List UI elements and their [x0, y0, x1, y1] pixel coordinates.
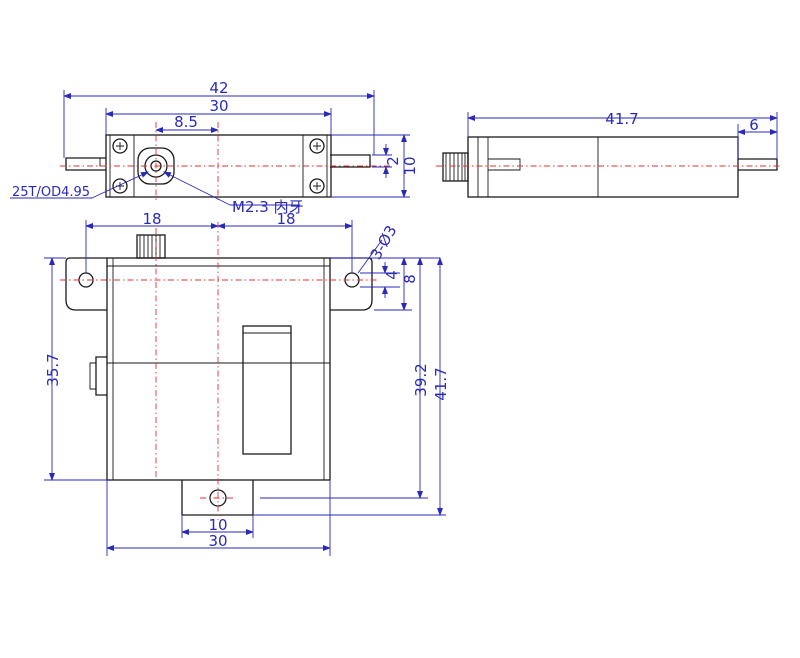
- front-view-dimensions: 18 18 3-Ø3 4 8 39.2 41.7 35.7 10: [44, 210, 450, 556]
- dim-total-height: 41.7: [432, 367, 450, 400]
- top-left-tab: [65, 157, 106, 171]
- dim-left-hole: 18: [142, 210, 161, 228]
- cable-exit: [95, 356, 107, 396]
- front-label-window: [242, 325, 292, 455]
- dim-body-width: 30: [208, 532, 227, 550]
- front-body: [106, 257, 331, 481]
- dim-hole-vertical: 4: [383, 270, 401, 280]
- front-gear: [136, 234, 166, 259]
- dim-side-tab: 6: [749, 116, 759, 134]
- side-view: [436, 136, 782, 198]
- dim-tab-thickness: 2: [384, 156, 402, 166]
- label-thread: M2.3 内牙: [232, 198, 304, 216]
- label-spline: 25T/OD4.95: [12, 185, 90, 200]
- front-right-ear: [330, 257, 373, 311]
- top-view: [60, 122, 390, 200]
- front-bottom-tab: [181, 480, 254, 516]
- front-view: [60, 222, 378, 520]
- top-view-dimensions: 42 30 8.5 2 10 25T/OD4.95 M2.3 内牙: [10, 79, 419, 216]
- front-left-ear: [65, 257, 107, 311]
- dim-body-height: 35.7: [44, 353, 62, 386]
- dim-right-hole: 18: [276, 210, 295, 228]
- dim-mount-spacing: 30: [209, 97, 228, 115]
- side-body: [467, 136, 739, 198]
- side-gear: [442, 152, 469, 182]
- top-right-tab: [330, 154, 371, 168]
- dim-side-length: 41.7: [605, 110, 638, 128]
- side-view-dimensions: 41.7 6: [467, 110, 778, 159]
- dim-body-height: 10: [401, 156, 419, 175]
- dim-hole-spec: 3-Ø3: [367, 222, 401, 262]
- dim-hole-to-top: 8: [401, 274, 419, 284]
- dim-shaft-offset: 8.5: [174, 113, 198, 131]
- side-tab: [738, 158, 778, 171]
- dim-bottom-tab: 10: [208, 516, 227, 534]
- dim-hole-to-bottom: 39.2: [412, 363, 430, 396]
- dim-overall-width: 42: [209, 79, 228, 97]
